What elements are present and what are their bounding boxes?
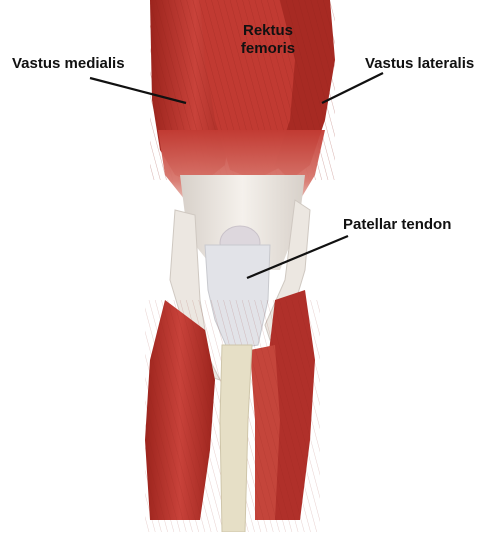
lower-leg (145, 290, 320, 532)
label-rektus-line2: femoris (232, 40, 304, 58)
label-vastus-medialis: Vastus medialis (12, 55, 125, 73)
label-vastus-lateralis: Vastus lateralis (365, 55, 474, 73)
label-rektus-femoris: Rektus femoris (232, 22, 304, 58)
label-rektus-line1: Rektus (232, 22, 304, 40)
label-patellar-tendon: Patellar tendon (343, 216, 451, 234)
